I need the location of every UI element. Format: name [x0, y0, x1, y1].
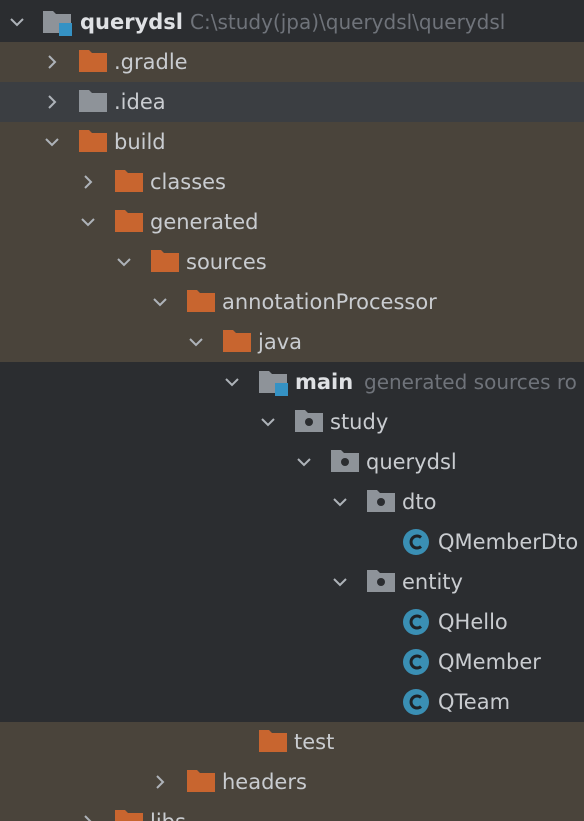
chevron-right-icon[interactable]: [76, 802, 100, 821]
classes-label: classes: [150, 170, 226, 194]
chevron-down-icon[interactable]: [256, 402, 280, 442]
excluded-folder-icon: [186, 762, 218, 802]
tree-row-root[interactable]: querydsl C:\study(jpa)\querydsl\querydsl: [0, 2, 584, 42]
package-icon: [366, 482, 398, 522]
idea-label: .idea: [114, 90, 166, 114]
tree-row-sources[interactable]: sources: [0, 242, 584, 282]
chevron-down-icon[interactable]: [5, 2, 29, 42]
root-path: C:\study(jpa)\querydsl\querydsl: [190, 10, 506, 34]
package-icon: [294, 402, 326, 442]
chevron-down-icon[interactable]: [184, 322, 208, 362]
class-icon: [402, 682, 434, 722]
tree-row-gradle[interactable]: .gradle: [0, 42, 584, 82]
tree-row-java[interactable]: java: [0, 322, 584, 362]
chevron-down-icon[interactable]: [148, 282, 172, 322]
tree-row-test[interactable]: test: [0, 722, 584, 762]
root-label: querydsl: [80, 10, 184, 34]
class-icon: [402, 642, 434, 682]
folder-icon: [78, 82, 110, 122]
module-folder-icon: [42, 2, 74, 42]
class-icon: [402, 522, 434, 562]
excluded-folder-icon: [222, 322, 254, 362]
qteam-label: QTeam: [438, 690, 511, 714]
excluded-folder-icon: [78, 122, 110, 162]
tree-row-dto[interactable]: dto: [0, 482, 584, 522]
libs-label: libs: [150, 802, 186, 821]
build-label: build: [114, 130, 166, 154]
chevron-down-icon[interactable]: [220, 362, 244, 402]
excluded-folder-icon: [186, 282, 218, 322]
class-icon: [402, 602, 434, 642]
headers-label: headers: [222, 770, 307, 794]
chevron-right-icon[interactable]: [40, 42, 64, 82]
chevron-right-icon[interactable]: [76, 162, 100, 202]
excluded-folder-icon: [114, 802, 146, 821]
chevron-down-icon[interactable]: [76, 202, 100, 242]
qmemberdto-label: QMemberDto: [438, 530, 579, 554]
tree-row-libs[interactable]: libs: [0, 802, 584, 821]
chevron-right-icon[interactable]: [148, 762, 172, 802]
package-icon: [366, 562, 398, 602]
gradle-label: .gradle: [114, 50, 188, 74]
tree-row-study[interactable]: study: [0, 402, 584, 442]
excluded-folder-icon: [150, 242, 182, 282]
tree-row-annotation-processor[interactable]: annotationProcessor: [0, 282, 584, 322]
qhello-label: QHello: [438, 610, 508, 634]
chevron-right-icon[interactable]: [40, 82, 64, 122]
tree-row-qhello[interactable]: QHello: [0, 602, 584, 642]
chevron-down-icon[interactable]: [328, 482, 352, 522]
excluded-folder-icon: [114, 202, 146, 242]
tree-row-entity[interactable]: entity: [0, 562, 584, 602]
qmember-label: QMember: [438, 650, 541, 674]
tree-row-build[interactable]: build: [0, 122, 584, 162]
excluded-folder-icon: [258, 722, 290, 762]
tree-row-generated[interactable]: generated: [0, 202, 584, 242]
sources-label: sources: [186, 250, 267, 274]
querydsl-package-label: querydsl: [366, 450, 457, 474]
java-label: java: [258, 330, 302, 354]
entity-label: entity: [402, 570, 463, 594]
tree-row-qmember[interactable]: QMember: [0, 642, 584, 682]
module-folder-icon: [258, 362, 290, 402]
chevron-down-icon[interactable]: [292, 442, 316, 482]
excluded-folder-icon: [114, 162, 146, 202]
test-label: test: [294, 730, 335, 754]
chevron-down-icon[interactable]: [112, 242, 136, 282]
main-hint: generated sources ro: [364, 370, 577, 394]
main-label: main: [295, 370, 354, 394]
dto-label: dto: [402, 490, 437, 514]
tree-row-idea[interactable]: .idea: [0, 82, 584, 122]
annotation-processor-label: annotationProcessor: [222, 290, 437, 314]
package-icon: [330, 442, 362, 482]
tree-row-qteam[interactable]: QTeam: [0, 682, 584, 722]
tree-row-headers[interactable]: headers: [0, 762, 584, 802]
tree-row-qmemberdto[interactable]: QMemberDto: [0, 522, 584, 562]
tree-row-querydsl-package[interactable]: querydsl: [0, 442, 584, 482]
study-label: study: [330, 410, 389, 434]
chevron-down-icon[interactable]: [40, 122, 64, 162]
excluded-folder-icon: [78, 42, 110, 82]
tree-row-main[interactable]: main generated sources ro: [0, 362, 584, 402]
chevron-down-icon[interactable]: [328, 562, 352, 602]
generated-label: generated: [150, 210, 259, 234]
tree-row-classes[interactable]: classes: [0, 162, 584, 202]
